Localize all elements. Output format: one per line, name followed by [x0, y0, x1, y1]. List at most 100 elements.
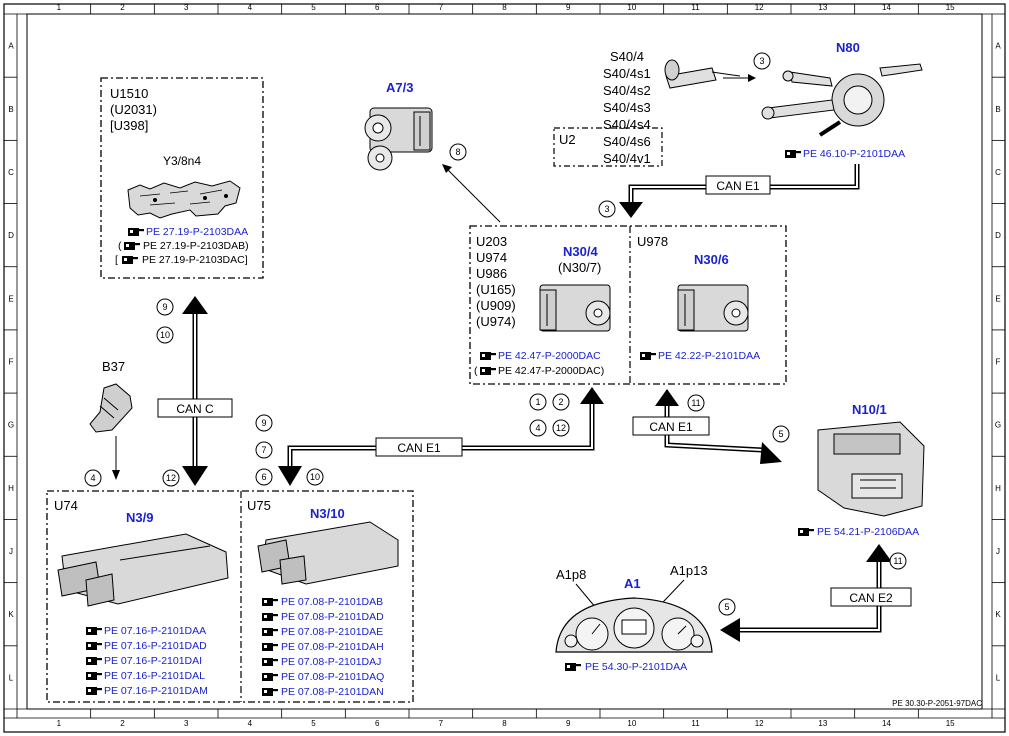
grid-column-label: 6 — [375, 3, 380, 12]
grid-row-label: A — [995, 42, 1001, 51]
component-label-n30-4: N30/4 — [563, 244, 598, 259]
bus-label: CAN E1 — [649, 420, 693, 434]
valve-body-illustration — [127, 180, 241, 219]
grid-row-label: L — [9, 673, 14, 682]
group-code: [U398] — [110, 118, 148, 133]
ref-link[interactable]: PE 42.47-P-2000DAC — [498, 350, 601, 362]
grid-row-label: L — [996, 673, 1001, 682]
ref-link[interactable]: PE 27.19-P-2103DAB) — [143, 240, 249, 252]
ref-link[interactable]: PE 07.08-P-2101DAJ — [281, 656, 381, 668]
grid-column-label: 14 — [882, 719, 891, 728]
grid-column-label: 10 — [627, 3, 636, 12]
pointing-hand-icon — [86, 627, 102, 635]
svg-text:11: 11 — [691, 398, 700, 408]
grid-column-label: 5 — [311, 3, 316, 12]
svg-text:5: 5 — [778, 429, 783, 439]
grid-column-label: 4 — [248, 719, 253, 728]
svg-text:8: 8 — [455, 147, 460, 157]
b37-illustration — [89, 383, 133, 433]
n30-6-illustration — [677, 284, 749, 332]
ref-link[interactable]: PE 07.08-P-2101DAQ — [281, 671, 384, 683]
grid-row-label: K — [995, 610, 1001, 619]
grid-column-label: 8 — [502, 3, 507, 12]
callout: 9 — [156, 298, 174, 316]
a7-3-illustration — [364, 107, 433, 171]
pointing-hand-icon — [124, 242, 140, 250]
pointing-hand-icon — [128, 228, 144, 236]
bracket-text: ( — [118, 240, 122, 252]
ref-link[interactable]: PE 07.08-P-2101DAD — [281, 611, 384, 623]
grid-column-label: 10 — [627, 719, 636, 728]
pointing-hand-icon — [86, 642, 102, 650]
ref-link[interactable]: PE 07.16-P-2101DAI — [104, 655, 202, 667]
grid-column-label: 9 — [566, 719, 571, 728]
ref-link[interactable]: PE 07.08-P-2101DAN — [281, 686, 384, 698]
ref-link[interactable]: PE 07.08-P-2101DAH — [281, 641, 384, 653]
pointing-hand-icon — [86, 672, 102, 680]
svg-text:3: 3 — [759, 56, 764, 66]
component-label-n80: N80 — [836, 40, 860, 55]
grid-row-label: B — [8, 105, 13, 114]
grid-row-label: B — [995, 105, 1000, 114]
callout: 5 — [718, 598, 736, 616]
ref-link[interactable]: PE 07.16-P-2101DAA — [104, 625, 206, 637]
svg-text:10: 10 — [160, 330, 170, 340]
ref-link[interactable]: PE 42.22-P-2101DAA — [658, 350, 760, 362]
grid-column-label: 13 — [818, 3, 827, 12]
grid-row-label: E — [8, 294, 13, 303]
callout: 10 — [306, 468, 324, 486]
group-code: (U909) — [476, 298, 516, 313]
ref-link[interactable]: PE 07.08-P-2101DAE — [281, 626, 383, 638]
callout: 12 — [162, 469, 180, 487]
grid-column-label: 8 — [502, 719, 507, 728]
ref-link[interactable]: PE 54.30-P-2101DAA — [585, 661, 687, 673]
svg-text:10: 10 — [310, 472, 320, 482]
bracket-text: [ — [115, 254, 118, 266]
frame — [3, 3, 1006, 733]
group-code: U2 — [559, 132, 576, 147]
group-box-u1510 — [100, 77, 264, 279]
grid-row-label: F — [996, 358, 1001, 367]
pointing-hand-icon — [86, 657, 102, 665]
callout: 11 — [687, 394, 705, 412]
svg-text:12: 12 — [166, 473, 176, 483]
pointing-hand-icon — [565, 663, 581, 671]
n30-4-illustration — [539, 284, 611, 332]
grid-column-label: 3 — [184, 719, 189, 728]
pointing-hand-icon — [640, 352, 656, 360]
grid-column-label: 9 — [566, 3, 571, 12]
ref-link[interactable]: PE 07.16-P-2101DAD — [104, 640, 207, 652]
n3-10-illustration — [257, 521, 399, 585]
bracket-text: ( — [474, 365, 478, 377]
group-box-n30 — [469, 225, 787, 385]
ref-link[interactable]: PE 27.19-P-2103DAA — [146, 226, 248, 238]
pin-label: A1p8 — [556, 567, 586, 582]
grid-row-label: G — [995, 421, 1001, 430]
stalk-switch-illustration — [664, 59, 741, 89]
bus-label: CAN E1 — [397, 441, 441, 455]
grid-column-label: 4 — [248, 3, 253, 12]
grid-row-label: C — [8, 168, 14, 177]
grid-row-label: E — [995, 294, 1000, 303]
ref-link[interactable]: PE 07.16-P-2101DAL — [104, 670, 205, 682]
ref-link[interactable]: PE 46.10-P-2101DAA — [803, 148, 905, 160]
bus-label: CAN E2 — [849, 591, 893, 605]
pointing-hand-icon — [262, 658, 278, 666]
callout: 2 — [552, 393, 570, 411]
component-alt-label: (N30/7) — [558, 260, 601, 275]
ref-link[interactable]: PE 54.21-P-2106DAA — [817, 526, 919, 538]
svg-text:9: 9 — [162, 302, 167, 312]
ref-link[interactable]: PE 07.08-P-2101DAB — [281, 596, 383, 608]
ref-link[interactable]: PE 07.16-P-2101DAM — [104, 685, 208, 697]
grid-row-label: D — [8, 231, 14, 240]
reference-list-n3-9: PE 07.16-P-2101DAA PE 07.16-P-2101DAD PE… — [86, 625, 208, 697]
grid-column-label: 7 — [439, 3, 444, 12]
svg-text:12: 12 — [556, 423, 566, 433]
grid-column-label: 1 — [57, 3, 62, 12]
ref-link[interactable]: PE 27.19-P-2103DAC] — [142, 254, 248, 266]
callouts: 3 3 8 9 10 4 12 9 7 6 10 1 2 4 12 11 5 1… — [84, 52, 907, 616]
ref-link[interactable]: PE 42.47-P-2000DAC) — [498, 365, 604, 377]
component-label-n30-6: N30/6 — [694, 252, 729, 267]
callout: 9 — [255, 414, 273, 432]
